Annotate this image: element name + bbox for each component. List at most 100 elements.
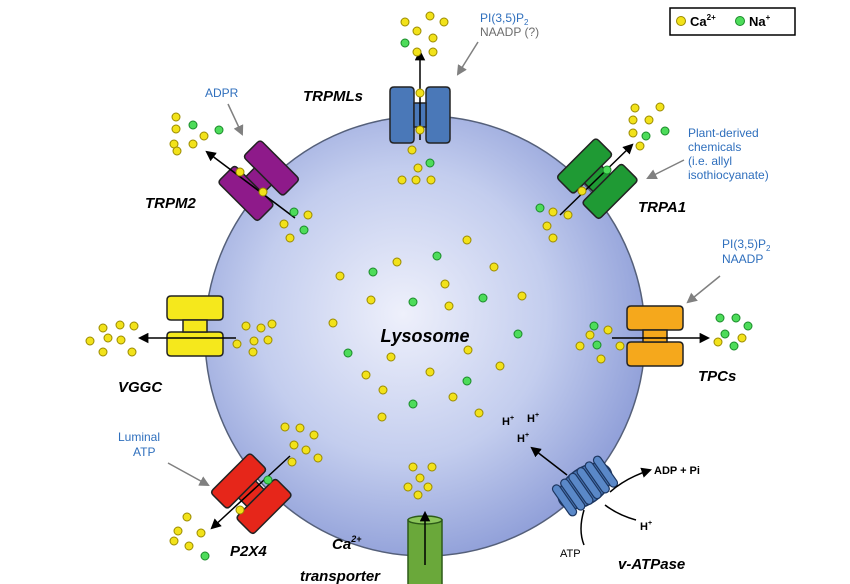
sodium-ion — [263, 475, 273, 485]
calcium-ion — [232, 339, 242, 349]
calcium-ion — [655, 102, 665, 112]
calcium-ion — [407, 145, 417, 155]
calcium-ion — [428, 33, 438, 43]
vatpase-label: v-ATPase — [618, 556, 685, 573]
luminal-ions — [328, 235, 527, 422]
trpm2-ligand-adpr: ADPR — [205, 86, 239, 100]
p2x4-ligand-1: Luminal — [118, 430, 160, 444]
calcium-ion — [85, 336, 95, 346]
calcium-ion — [563, 210, 573, 220]
vatpase-adp-label: ADP + Pi — [654, 465, 700, 477]
calcium-ion — [517, 291, 527, 301]
sodium-ion — [299, 225, 309, 235]
calcium-ion — [575, 341, 585, 351]
calcium-ion — [127, 347, 137, 357]
calcium-ion — [248, 347, 258, 357]
calcium-ion — [495, 361, 505, 371]
trpm2-label: TRPM2 — [145, 195, 196, 212]
calcium-ion — [280, 422, 290, 432]
calcium-ion — [644, 115, 654, 125]
calcium-ion — [256, 323, 266, 333]
sodium-ion — [462, 376, 472, 386]
calcium-ion — [182, 512, 192, 522]
calcium-ion — [235, 167, 245, 177]
calcium-ion — [184, 541, 194, 551]
calcium-ion — [309, 430, 319, 440]
calcium-ion — [463, 345, 473, 355]
calcium-ion — [425, 11, 435, 21]
calcium-ion — [397, 175, 407, 185]
calcium-ion — [173, 526, 183, 536]
calcium-ion — [415, 88, 425, 98]
calcium-ion — [462, 235, 472, 245]
trpml-label: TRPMLs — [303, 88, 363, 105]
trpa1-ligand-1: Plant-derived — [688, 126, 759, 140]
calcium-ion — [448, 392, 458, 402]
calcium-ion — [408, 462, 418, 472]
legend-na-charge: + — [766, 13, 771, 22]
calcium-ion — [425, 367, 435, 377]
vatpase-atp-label: ATP — [560, 548, 581, 560]
calcium-ion — [267, 319, 277, 329]
calcium-ion — [412, 47, 422, 57]
sodium-ion — [408, 399, 418, 409]
vatpase-h2: H+ — [527, 412, 539, 425]
sodium-ion — [641, 131, 651, 141]
sodium-ion — [200, 551, 210, 561]
sodium-ion — [731, 313, 741, 323]
vatpase-h4: H+ — [640, 520, 652, 533]
calcium-ion — [378, 385, 388, 395]
calcium-ion — [737, 333, 747, 343]
sodium-ion — [743, 321, 753, 331]
calcium-ion — [413, 163, 423, 173]
calcium-ion — [328, 318, 338, 328]
calcium-ion — [335, 271, 345, 281]
calcium-ion — [403, 482, 413, 492]
sodium-ion — [602, 165, 612, 175]
sodium-ion — [432, 251, 442, 261]
calcium-ion — [713, 337, 723, 347]
calcium-ion — [392, 257, 402, 267]
calcium-ion — [415, 125, 425, 135]
calcium-ion — [415, 473, 425, 483]
sodium-ion — [720, 329, 730, 339]
calcium-ion — [199, 131, 209, 141]
vatpase-pump — [551, 455, 619, 517]
legend: Ca2+ Na+ — [669, 7, 796, 36]
calcium-ion — [169, 536, 179, 546]
sodium-ion — [408, 297, 418, 307]
calcium-ion — [129, 321, 139, 331]
calcium-ion — [287, 457, 297, 467]
calcium-ion — [172, 146, 182, 156]
calcium-ion — [171, 112, 181, 122]
calcium-ion — [400, 17, 410, 27]
calcium-ion — [412, 26, 422, 36]
tpc-ligand-pi: PI(3,5)P2 — [722, 237, 771, 253]
calcium-ion — [171, 124, 181, 134]
p2x4-label: P2X4 — [230, 543, 267, 560]
sodium-ion — [478, 293, 488, 303]
sodium-ion — [289, 207, 299, 217]
calcium-ion — [386, 352, 396, 362]
sodium-ion — [592, 340, 602, 350]
calcium-ion — [489, 262, 499, 272]
legend-ca-dot — [676, 16, 686, 26]
sodium-ion — [589, 321, 599, 331]
calcium-ion — [103, 333, 113, 343]
calcium-ion — [630, 103, 640, 113]
calcium-ion — [444, 301, 454, 311]
trpa1-label: TRPA1 — [638, 199, 686, 216]
calcium-ion — [303, 210, 313, 220]
calcium-ion — [366, 295, 376, 305]
calcium-ion — [635, 141, 645, 151]
calcium-ion — [285, 233, 295, 243]
sodium-ion — [425, 158, 435, 168]
legend-ca-charge: 2+ — [707, 13, 716, 22]
calcium-ion — [98, 323, 108, 333]
calcium-ion — [426, 175, 436, 185]
sodium-ion — [188, 120, 198, 130]
calcium-ion — [98, 347, 108, 357]
sodium-ion — [715, 313, 725, 323]
svg-text:Na+: Na+ — [749, 13, 771, 29]
